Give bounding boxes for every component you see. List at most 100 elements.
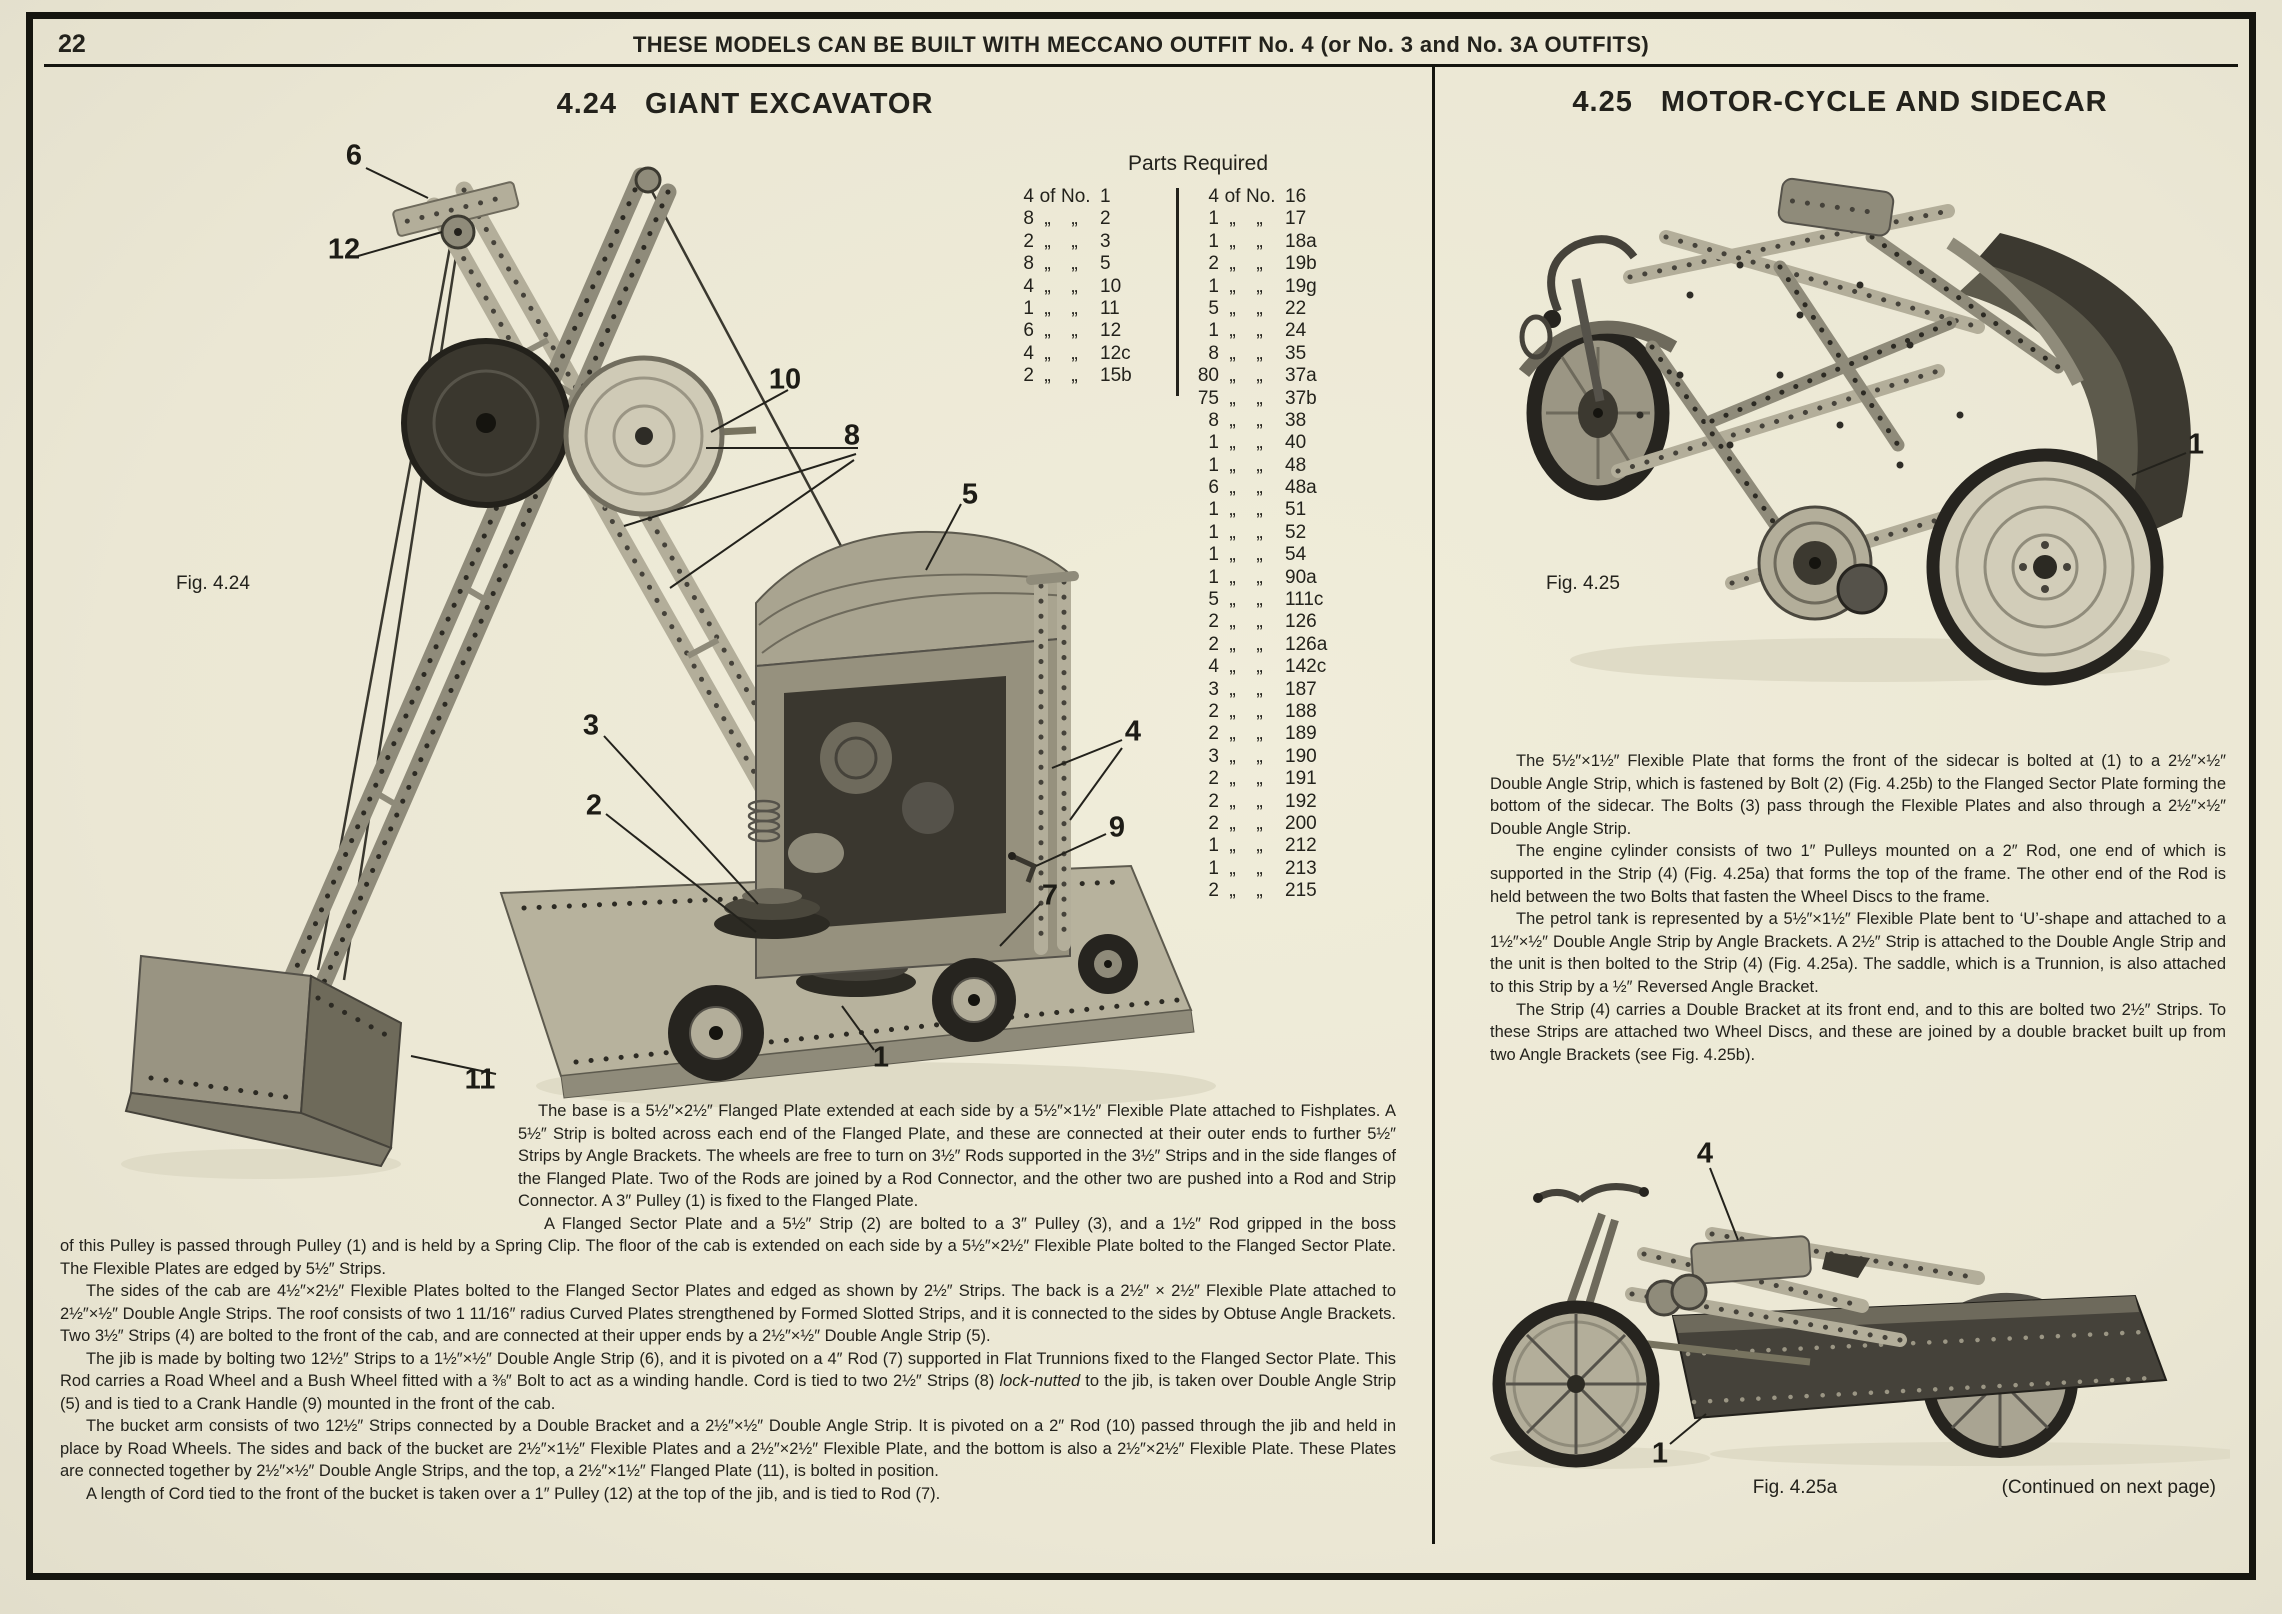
part-quantity: 6	[1023, 320, 1034, 342]
part-quantity: 4	[1208, 656, 1219, 678]
part-number: 12	[1100, 320, 1122, 342]
part-quantity: 8	[1023, 253, 1034, 275]
part-row: 2 „ „ 19b	[1187, 253, 1383, 275]
part-quantity: 2	[1208, 880, 1219, 902]
part-ditto-2: „	[1256, 633, 1263, 655]
part-ditto-1: „	[1229, 432, 1236, 454]
part-number: 190	[1285, 745, 1317, 767]
part-row: 2 „ „ 15b	[1002, 365, 1170, 387]
part-ditto-2: „	[1256, 812, 1263, 834]
petrol-tank	[1777, 177, 1895, 237]
page-border	[26, 12, 2256, 1580]
part-ditto-1: „	[1044, 253, 1051, 275]
part-ditto-2: „	[1256, 656, 1263, 678]
part-row: 2 „ „ 200	[1187, 813, 1383, 835]
callout-3: 3	[582, 709, 600, 742]
part-ditto-1: „	[1229, 678, 1236, 700]
parts-separator	[1176, 188, 1179, 396]
continued-note: (Continued on next page)	[2001, 1477, 2216, 1498]
part-ditto-2: „	[1071, 297, 1078, 319]
part-ditto-2: „	[1256, 432, 1263, 454]
part-row: 4 „ „ 10	[1002, 276, 1170, 298]
part-row: 8 „ „ 2	[1002, 208, 1170, 230]
part-quantity: 1	[1208, 454, 1219, 476]
part-ditto-1: „	[1229, 208, 1236, 230]
paragraph-petrol-tank: The petrol tank is represented by a 5½″×…	[1490, 910, 2226, 996]
part-quantity: 3	[1208, 678, 1219, 700]
part-number: 22	[1285, 297, 1307, 319]
part-row: 1 „ „ 24	[1187, 320, 1383, 342]
part-row: 75 „ „ 37b	[1187, 388, 1383, 410]
part-number: 48	[1285, 454, 1307, 476]
part-row: 3 „ „ 190	[1187, 746, 1383, 768]
part-ditto-2: „	[1256, 365, 1263, 387]
part-quantity: 2	[1208, 611, 1219, 633]
parts-column-2: 4 of No. 16 1 „ „ 17 1 „	[1187, 186, 1383, 903]
part-row: 2 „ „ 188	[1187, 701, 1383, 723]
part-quantity: 3	[1208, 745, 1219, 767]
figure-label-424: Fig. 4.24	[176, 573, 250, 594]
part-row: 5 „ „ 22	[1187, 298, 1383, 320]
part-quantity: 1	[1208, 499, 1219, 521]
callout-9: 9	[1108, 811, 1126, 844]
part-row: 6 „ „ 12	[1002, 320, 1170, 342]
part-ditto-1: „	[1229, 230, 1236, 252]
part-ditto-1: „	[1229, 589, 1236, 611]
jib-head	[392, 166, 662, 250]
part-row: 2 „ „ 191	[1187, 768, 1383, 790]
part-ditto-2: „	[1256, 208, 1263, 230]
part-ditto-1: „	[1229, 297, 1236, 319]
paragraph-engine: The engine cylinder consists of two 1″ P…	[1490, 842, 2226, 906]
part-ditto-1: „	[1229, 454, 1236, 476]
paragraph-cab-sides: The sides of the cab are 4½″×2½″ Flexibl…	[60, 1282, 1396, 1345]
pulley-wheel-light	[563, 355, 757, 517]
part-number: 111c	[1285, 589, 1324, 611]
handlebars	[1533, 1183, 1649, 1326]
part-ditto-1: „	[1044, 275, 1051, 297]
part-number: 1	[1100, 186, 1111, 207]
part-ditto-1: „	[1229, 544, 1236, 566]
part-quantity: 1	[1208, 275, 1219, 297]
header-rule	[44, 64, 2238, 67]
figure-motorcycle-side: 4 1	[1480, 1092, 2230, 1474]
part-ditto-1: „	[1229, 700, 1236, 722]
part-ditto-1: „	[1229, 768, 1236, 790]
base-wheels	[668, 934, 1138, 1081]
part-ditto-2: „	[1256, 589, 1263, 611]
part-number: 200	[1285, 812, 1317, 834]
part-row: 1 „ „ 11	[1002, 298, 1170, 320]
part-ditto-2: „	[1256, 320, 1263, 342]
part-row: 4 of No. 16	[1187, 186, 1383, 208]
part-ditto-1: „	[1229, 320, 1236, 342]
part-number: 11	[1100, 297, 1120, 319]
section-number: 4.24	[556, 88, 618, 120]
part-row: 4 „ „ 12c	[1002, 343, 1170, 365]
callout-2: 2	[585, 789, 603, 822]
part-ditto-1: „	[1229, 387, 1236, 409]
part-number: 126a	[1285, 633, 1328, 655]
part-row: 1 „ „ 54	[1187, 544, 1383, 566]
part-number: 15b	[1100, 365, 1132, 387]
part-ditto-1: „	[1044, 365, 1051, 387]
bucket	[124, 954, 403, 1168]
page-number: 22	[58, 30, 86, 58]
part-quantity: 1	[1023, 297, 1034, 319]
callout-6: 6	[345, 139, 363, 172]
frame-strips	[1611, 204, 2084, 590]
part-quantity: 1	[1208, 521, 1219, 543]
wheel-discs	[1645, 1273, 1708, 1317]
part-row: 1 „ „ 48	[1187, 455, 1383, 477]
part-ditto-1: „	[1229, 253, 1236, 275]
part-ditto-1: „	[1229, 477, 1236, 499]
paragraph-sector-start: A Flanged Sector Plate and a 5½″ Strip (…	[544, 1214, 1396, 1233]
part-ditto-2: „	[1256, 745, 1263, 767]
part-row: 8 „ „ 5	[1002, 253, 1170, 275]
part-quantity: 2	[1208, 253, 1219, 275]
part-number: 35	[1285, 342, 1307, 364]
part-number: 48a	[1285, 477, 1317, 499]
part-ditto-2: „	[1256, 678, 1263, 700]
part-ditto-1: „	[1229, 633, 1236, 655]
part-row: 8 „ „ 38	[1187, 410, 1383, 432]
